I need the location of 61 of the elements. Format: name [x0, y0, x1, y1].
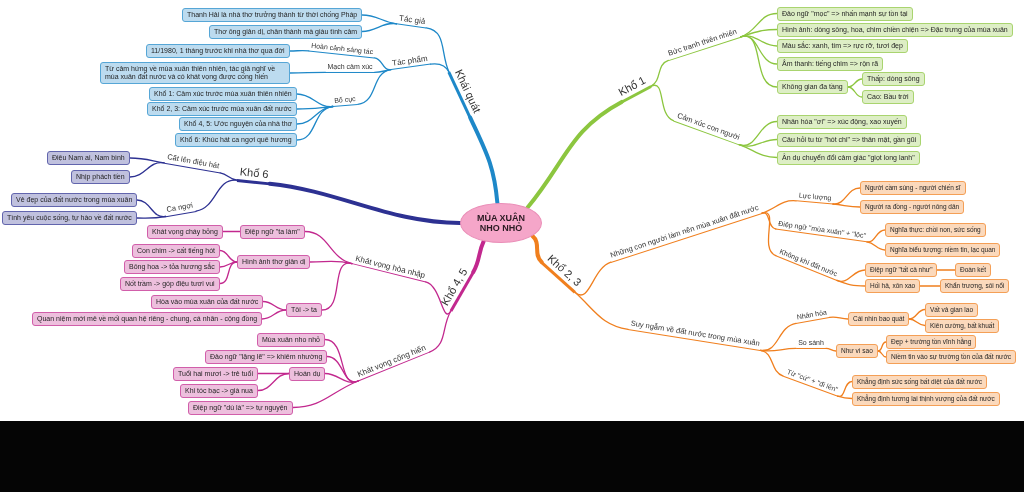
branch-label: Khổ 1: [614, 72, 652, 104]
branch-line: [828, 316, 849, 320]
branch-line: [324, 372, 359, 383]
branch-line: [759, 349, 784, 377]
branch-label: Khát vọng hòa nhập: [351, 253, 429, 283]
branch-line: [908, 318, 926, 327]
branch-line: [219, 261, 238, 285]
branch-line: [761, 212, 777, 230]
branch-line: [740, 28, 778, 38]
branch-label: Khổ 2, 3: [540, 250, 586, 294]
branch-line: [136, 215, 167, 219]
branch-line: [195, 179, 238, 212]
branch-line: [837, 395, 853, 400]
branch-line: [738, 143, 778, 159]
branch-label: Khát vọng cống hiến: [354, 342, 430, 382]
branch-line: [761, 211, 777, 257]
branch-line: [304, 230, 353, 265]
branch-line: [428, 310, 452, 353]
central-topic: MÙA XUÂN NHO NHỎ: [460, 203, 542, 243]
branch-line: [267, 181, 462, 225]
branch-label: Khổ 6: [236, 165, 272, 185]
branch-line: [261, 309, 287, 320]
branch-line: [650, 84, 675, 122]
branch-line: [425, 27, 450, 73]
branch-line: [832, 203, 861, 208]
branch-label: Tác giả: [396, 13, 428, 29]
branch-line: [471, 239, 486, 274]
branch-line: [292, 380, 359, 409]
branch-line: [866, 229, 886, 243]
branch-label: Tác phẩm: [389, 53, 431, 71]
branch-line: [936, 269, 956, 271]
branch-line: [289, 71, 327, 74]
branch-line: [425, 281, 452, 315]
branch-line: [837, 380, 853, 398]
branch-line: [919, 285, 941, 287]
branch-line: [574, 291, 629, 331]
branch-line: [836, 269, 866, 282]
branch-line: [836, 279, 866, 287]
branch-line: [289, 49, 310, 52]
branch-line: [908, 308, 926, 320]
branch-line: [357, 68, 392, 105]
branch-line: [866, 241, 886, 251]
branch-line: [530, 233, 544, 265]
branch-line: [877, 341, 887, 352]
branch-line: [219, 249, 238, 263]
branch-line: [321, 262, 353, 311]
branch-line: [262, 300, 287, 311]
branch-line: [847, 86, 863, 98]
branch-line: [129, 161, 165, 178]
branch-line: [574, 261, 612, 296]
branch-line: [650, 59, 670, 88]
branch-label: Khái quát: [447, 65, 485, 119]
branch-line: [429, 63, 450, 73]
branch-line: [361, 22, 398, 33]
branch-line: [296, 105, 334, 141]
branch-line: [740, 12, 778, 38]
branch-line: [832, 187, 861, 205]
branch-line: [257, 372, 290, 392]
branch-line: [219, 172, 238, 181]
branch-line: [525, 99, 624, 210]
branch-line: [740, 35, 778, 88]
